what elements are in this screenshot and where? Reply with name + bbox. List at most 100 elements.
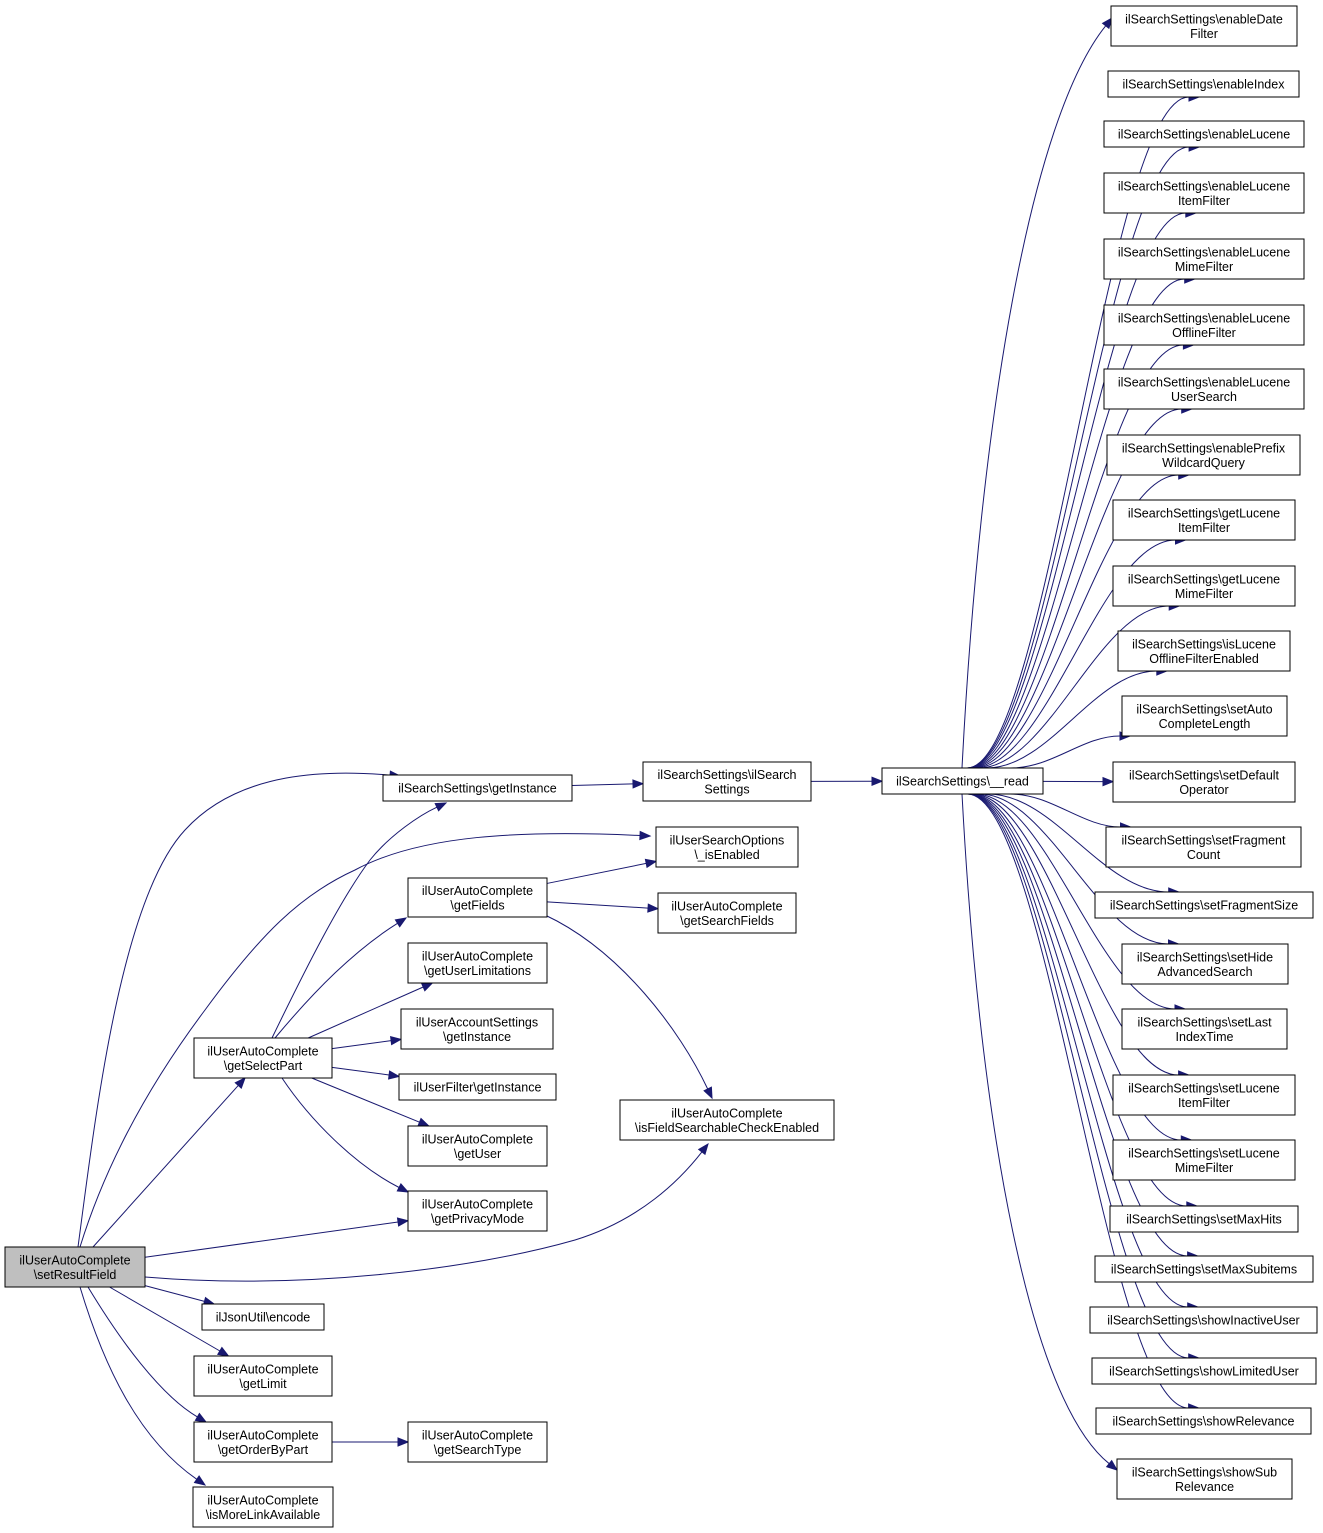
node-box bbox=[400, 1008, 554, 1050]
node-label-line: ilSearchSettings\ilSearch bbox=[658, 768, 797, 782]
node-label-line: ilUserAutoComplete bbox=[422, 1132, 533, 1146]
node-box bbox=[4, 1246, 146, 1288]
node-box bbox=[1089, 1306, 1318, 1334]
node-showLimitedUser[interactable]: ilSearchSettings\showLimitedUser bbox=[1091, 1357, 1317, 1385]
edge-read-to-getLuceneMimeFilter bbox=[978, 601, 1181, 769]
arrowhead-icon bbox=[871, 776, 884, 786]
arrowhead-icon bbox=[234, 1076, 246, 1089]
edge-line bbox=[979, 793, 1169, 945]
node-isFieldSearchable[interactable]: ilUserAutoComplete\isFieldSearchableChec… bbox=[619, 1099, 835, 1141]
node-label-line: Relevance bbox=[1175, 1480, 1234, 1494]
arrowhead-icon bbox=[193, 1475, 207, 1486]
node-box bbox=[1110, 5, 1298, 47]
node-label-line: Settings bbox=[704, 782, 749, 796]
node-label-line: ilSearchSettings\getLucene bbox=[1128, 572, 1280, 586]
node-box bbox=[1109, 1205, 1299, 1233]
edge-getFields-to-isFieldSearchable bbox=[544, 914, 713, 1100]
node-setMaxHits[interactable]: ilSearchSettings\setMaxHits bbox=[1109, 1205, 1299, 1233]
node-showInactiveUser[interactable]: ilSearchSettings\showInactiveUser bbox=[1089, 1306, 1318, 1334]
node-getInstance[interactable]: ilSearchSettings\getInstance bbox=[382, 774, 573, 802]
node-getFields[interactable]: ilUserAutoComplete\getFields bbox=[407, 877, 548, 918]
node-box bbox=[1117, 630, 1291, 672]
node-getSelectPart[interactable]: ilUserAutoComplete\getSelectPart bbox=[193, 1037, 333, 1079]
node-isEnabled[interactable]: ilUserSearchOptions\_isEnabled bbox=[655, 826, 799, 868]
node-label-line: ilUserAutoComplete bbox=[422, 884, 533, 898]
edge-line bbox=[331, 1040, 392, 1050]
edge-getSelectPart-to-getInstance bbox=[271, 802, 448, 1039]
node-ilSearchSettingsCtor[interactable]: ilSearchSettings\ilSearchSettings bbox=[642, 761, 812, 802]
node-label-line: ilSearchSettings\showLimitedUser bbox=[1109, 1365, 1299, 1379]
node-box bbox=[398, 1073, 557, 1101]
edge-setResultField-to-isEnabled bbox=[79, 830, 652, 1248]
node-label-line: IndexTime bbox=[1176, 1030, 1234, 1044]
node-label-line: MimeFilter bbox=[1175, 260, 1233, 274]
edge-read-to-setDefaultOperator bbox=[1042, 776, 1115, 787]
arrowhead-icon bbox=[703, 1086, 713, 1100]
node-isMoreLinkAvailable[interactable]: ilUserAutoComplete\isMoreLinkAvailable bbox=[192, 1486, 334, 1528]
node-label-line: ilUserSearchOptions bbox=[670, 833, 785, 847]
edge-line bbox=[311, 1077, 420, 1123]
node-getUser[interactable]: ilUserAutoComplete\getUser bbox=[407, 1125, 548, 1167]
node-accountGetInstance[interactable]: ilUserAccountSettings\getInstance bbox=[400, 1008, 554, 1050]
node-enableIndex[interactable]: ilSearchSettings\enableIndex bbox=[1107, 70, 1300, 98]
arrowhead-icon bbox=[639, 830, 652, 841]
arrowhead-icon bbox=[644, 858, 658, 869]
node-label-line: ilUserAutoComplete bbox=[19, 1253, 130, 1267]
node-getPrivacyMode[interactable]: ilUserAutoComplete\getPrivacyMode bbox=[407, 1190, 548, 1232]
node-label-line: WildcardQuery bbox=[1162, 456, 1245, 470]
edge-setResultField-to-getPrivacyMode bbox=[144, 1217, 410, 1258]
node-getSearchFields[interactable]: ilUserAutoComplete\getSearchFields bbox=[657, 892, 797, 934]
node-label-line: MimeFilter bbox=[1175, 587, 1233, 601]
node-enableLuceneOfflineFilter[interactable]: ilSearchSettings\enableLuceneOfflineFilt… bbox=[1103, 304, 1305, 346]
edge-getSelectPart-to-userFilterGetInstance bbox=[331, 1066, 401, 1080]
node-label-line: ilUserAutoComplete bbox=[422, 1428, 533, 1442]
edge-line bbox=[79, 833, 641, 1248]
node-label-line: ilSearchSettings\showInactiveUser bbox=[1107, 1314, 1299, 1328]
node-getLimit[interactable]: ilUserAutoComplete\getLimit bbox=[193, 1355, 333, 1397]
node-box bbox=[881, 767, 1044, 795]
node-label-line: ilUserAutoComplete bbox=[671, 1106, 782, 1120]
node-setResultField[interactable]: ilUserAutoComplete\setResultField bbox=[4, 1246, 146, 1288]
node-read[interactable]: ilSearchSettings\__read bbox=[881, 767, 1044, 795]
node-getUserLimitations[interactable]: ilUserAutoComplete\getUserLimitations bbox=[407, 942, 548, 984]
node-getSearchType[interactable]: ilUserAutoComplete\getSearchType bbox=[407, 1421, 548, 1463]
edge-line bbox=[967, 212, 1186, 769]
edge-line bbox=[274, 922, 398, 1039]
node-label-line: Operator bbox=[1179, 783, 1228, 797]
edge-getFields-to-getSearchFields bbox=[546, 901, 660, 913]
node-userFilterGetInstance[interactable]: ilUserFilter\getInstance bbox=[398, 1073, 557, 1101]
node-enableLucene[interactable]: ilSearchSettings\enableLucene bbox=[1103, 120, 1305, 148]
node-label-line: \getUserLimitations bbox=[424, 964, 531, 978]
node-label-line: ilUserAutoComplete bbox=[422, 1197, 533, 1211]
edge-line bbox=[571, 783, 634, 787]
node-encode[interactable]: ilJsonUtil\encode bbox=[201, 1303, 325, 1331]
node-showRelevance[interactable]: ilSearchSettings\showRelevance bbox=[1095, 1407, 1312, 1435]
node-box bbox=[1103, 304, 1305, 346]
edge-line bbox=[87, 1286, 198, 1418]
node-label-line: ilUserAutoComplete bbox=[207, 1044, 318, 1058]
node-label-line: ilJsonUtil\encode bbox=[216, 1311, 311, 1325]
node-label-line: ilSearchSettings\enableLucene bbox=[1118, 375, 1290, 389]
node-setMaxSubitems[interactable]: ilSearchSettings\setMaxSubitems bbox=[1094, 1255, 1314, 1283]
node-box bbox=[1121, 943, 1289, 985]
node-getOrderByPart[interactable]: ilUserAutoComplete\getOrderByPart bbox=[193, 1421, 333, 1463]
node-enablePrefixWildcardQuery[interactable]: ilSearchSettings\enablePrefixWildcardQue… bbox=[1106, 434, 1301, 476]
node-isLuceneOfflineFilterEnabled[interactable]: ilSearchSettings\isLuceneOfflineFilterEn… bbox=[1117, 630, 1291, 672]
edge-line bbox=[271, 806, 438, 1039]
node-setFragmentSize[interactable]: ilSearchSettings\setFragmentSize bbox=[1094, 891, 1314, 919]
node-label-line: \getSearchFields bbox=[680, 914, 774, 928]
